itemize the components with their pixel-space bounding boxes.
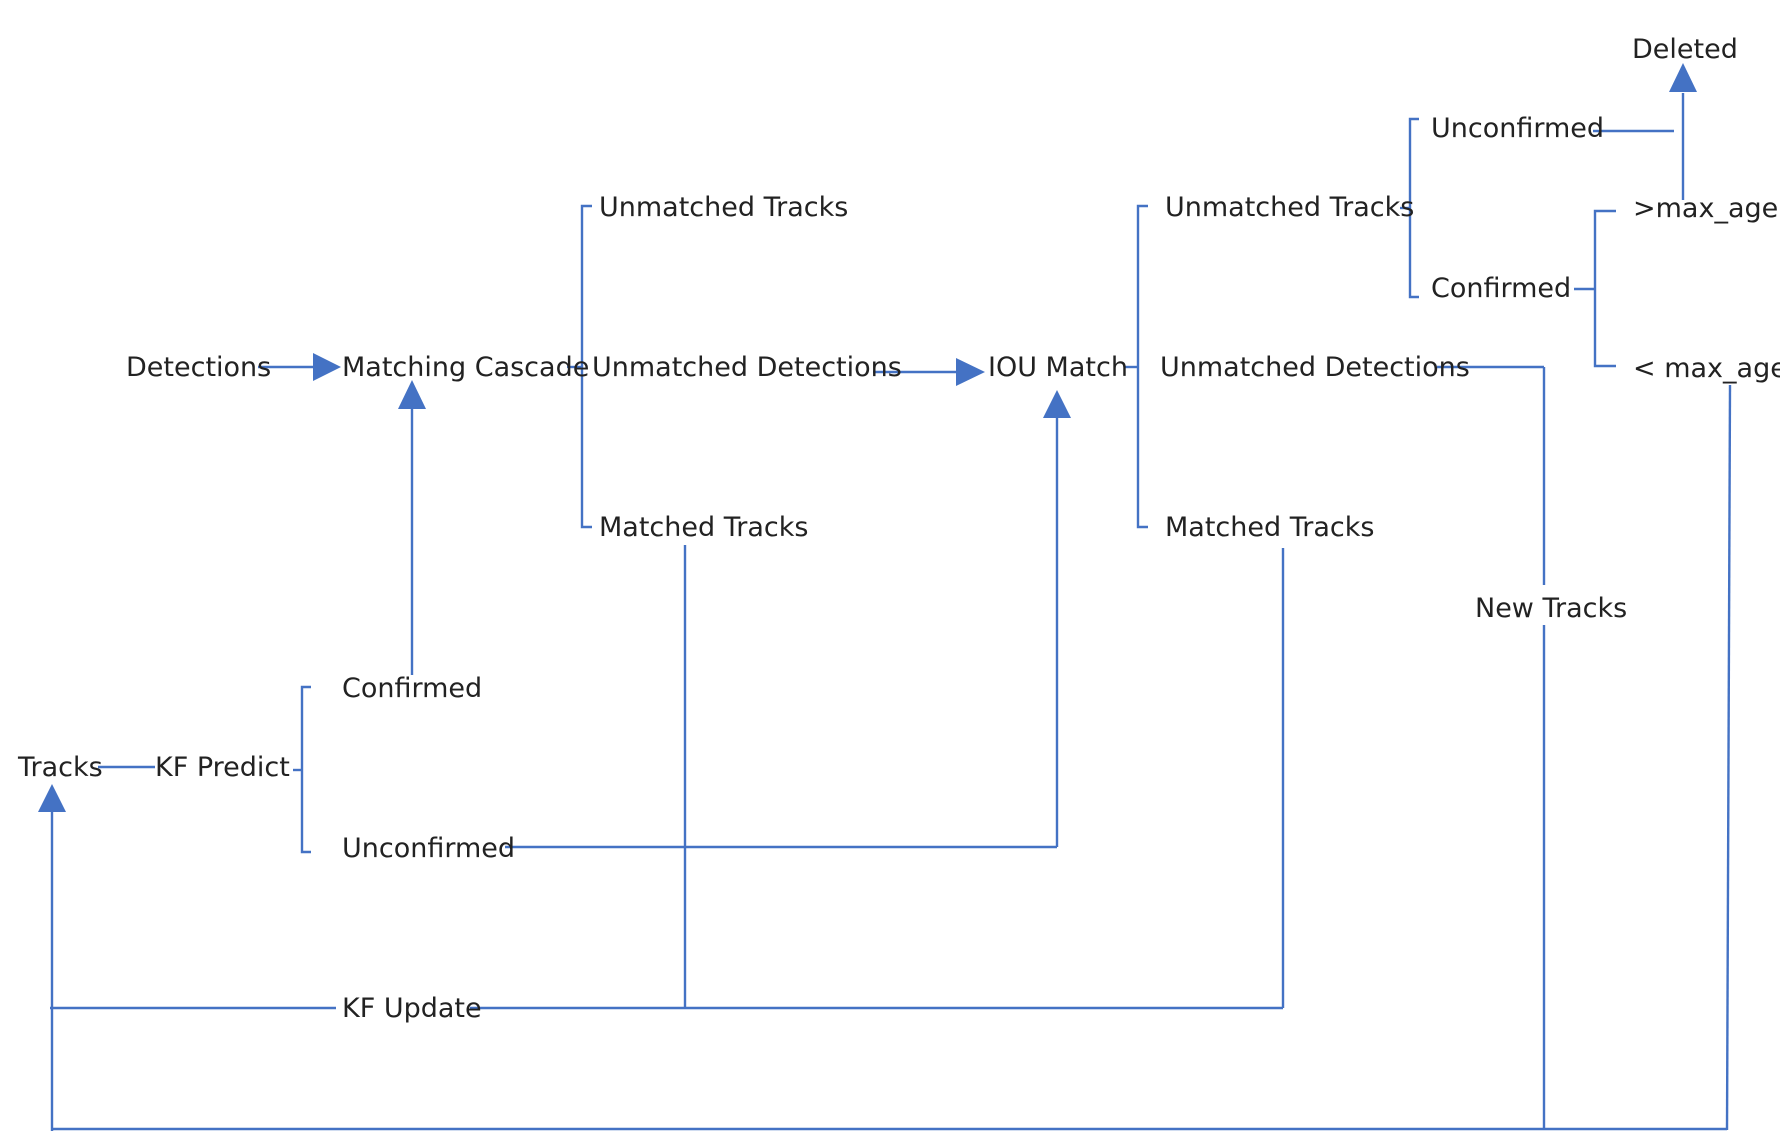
node-lt-max-age: < max_age	[1633, 353, 1780, 384]
node-ut-unconfirmed: Unconfirmed	[1431, 113, 1604, 144]
arrowhead-up-icon	[1043, 390, 1071, 418]
node-mc-unmatched-tracks: Unmatched Tracks	[599, 192, 848, 223]
node-gt-max-age: >max_age	[1633, 193, 1778, 224]
node-kf-update: KF Update	[342, 993, 482, 1024]
arrowhead-right-icon	[956, 358, 985, 386]
age-bracket	[1593, 209, 1616, 368]
node-deleted: Deleted	[1632, 34, 1738, 65]
kf-predict-bracket	[300, 685, 311, 854]
arrowhead-up-icon	[38, 784, 66, 812]
node-tracks: Tracks	[17, 752, 103, 783]
node-mc-matched-tracks: Matched Tracks	[599, 512, 808, 543]
node-matching-cascade: Matching Cascade	[342, 352, 589, 383]
edge-lt-max-age-down	[1725, 384, 1732, 1131]
node-kf-predict: KF Predict	[155, 752, 290, 783]
arrowhead-right-icon	[313, 353, 341, 381]
node-mc-unmatched-detections: Unmatched Detections	[592, 352, 902, 383]
iou-output-bracket	[1136, 204, 1148, 529]
node-detections: Detections	[126, 352, 271, 383]
node-kp-confirmed: Confirmed	[342, 673, 482, 704]
arrowhead-up-icon	[398, 380, 426, 409]
node-iou-matched-tracks: Matched Tracks	[1165, 512, 1374, 543]
node-iou-unmatched-detections: Unmatched Detections	[1160, 352, 1470, 383]
node-iou-unmatched-tracks: Unmatched Tracks	[1165, 192, 1414, 223]
node-ut-confirmed: Confirmed	[1431, 273, 1571, 304]
cascade-output-bracket	[580, 204, 592, 529]
arrowhead-up-icon	[1669, 63, 1697, 92]
node-iou-match: IOU Match	[988, 352, 1128, 383]
unmatched-tracks-bracket	[1408, 117, 1419, 299]
node-new-tracks: New Tracks	[1475, 593, 1627, 624]
node-kp-unconfirmed: Unconfirmed	[342, 833, 515, 864]
